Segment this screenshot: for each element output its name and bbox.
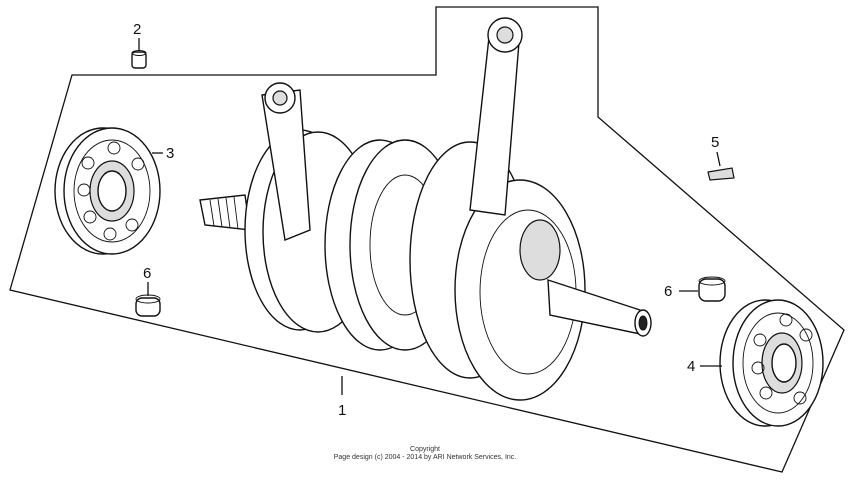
- bearing-left-part-3: [54, 127, 163, 255]
- crankshaft-part-1: [199, 17, 652, 401]
- pin-part-2: [131, 38, 147, 69]
- callout-1: 1: [338, 402, 346, 419]
- callout-6-left: 6: [143, 265, 151, 282]
- callout-3: 3: [166, 145, 174, 162]
- key-part-5: [707, 151, 735, 181]
- callout-5: 5: [711, 134, 719, 151]
- copyright-text: Page design (c) 2004 - 2014 by ARI Netwo…: [333, 454, 517, 461]
- assembly-boundary: [9, 6, 845, 473]
- dowel-right-part-6: [679, 276, 726, 302]
- callout-6-right: 6: [664, 283, 672, 300]
- callout-2: 2: [133, 21, 141, 38]
- dowel-left-part-6: [135, 282, 161, 317]
- bearing-right-part-4: [700, 299, 824, 427]
- callout-4: 4: [687, 358, 695, 375]
- copyright-title: Copyright: [410, 446, 440, 453]
